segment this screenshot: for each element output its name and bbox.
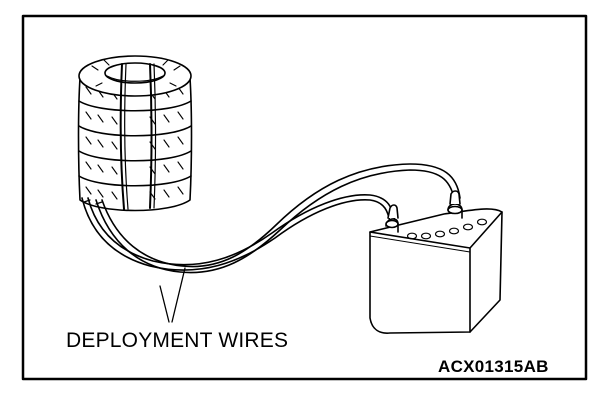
wire-rear: [95, 169, 455, 274]
battery-icon: [369, 190, 503, 334]
callout-leaders: [159, 267, 186, 323]
figure-border: [21, 14, 588, 381]
figure-code: ACX01315AB: [438, 357, 549, 376]
tire-stack-icon: [77, 55, 193, 212]
wire-front: [81, 197, 391, 271]
deployment-wires: [81, 163, 461, 274]
deployment-wires-label: DEPLOYMENT WIRES: [66, 329, 289, 352]
